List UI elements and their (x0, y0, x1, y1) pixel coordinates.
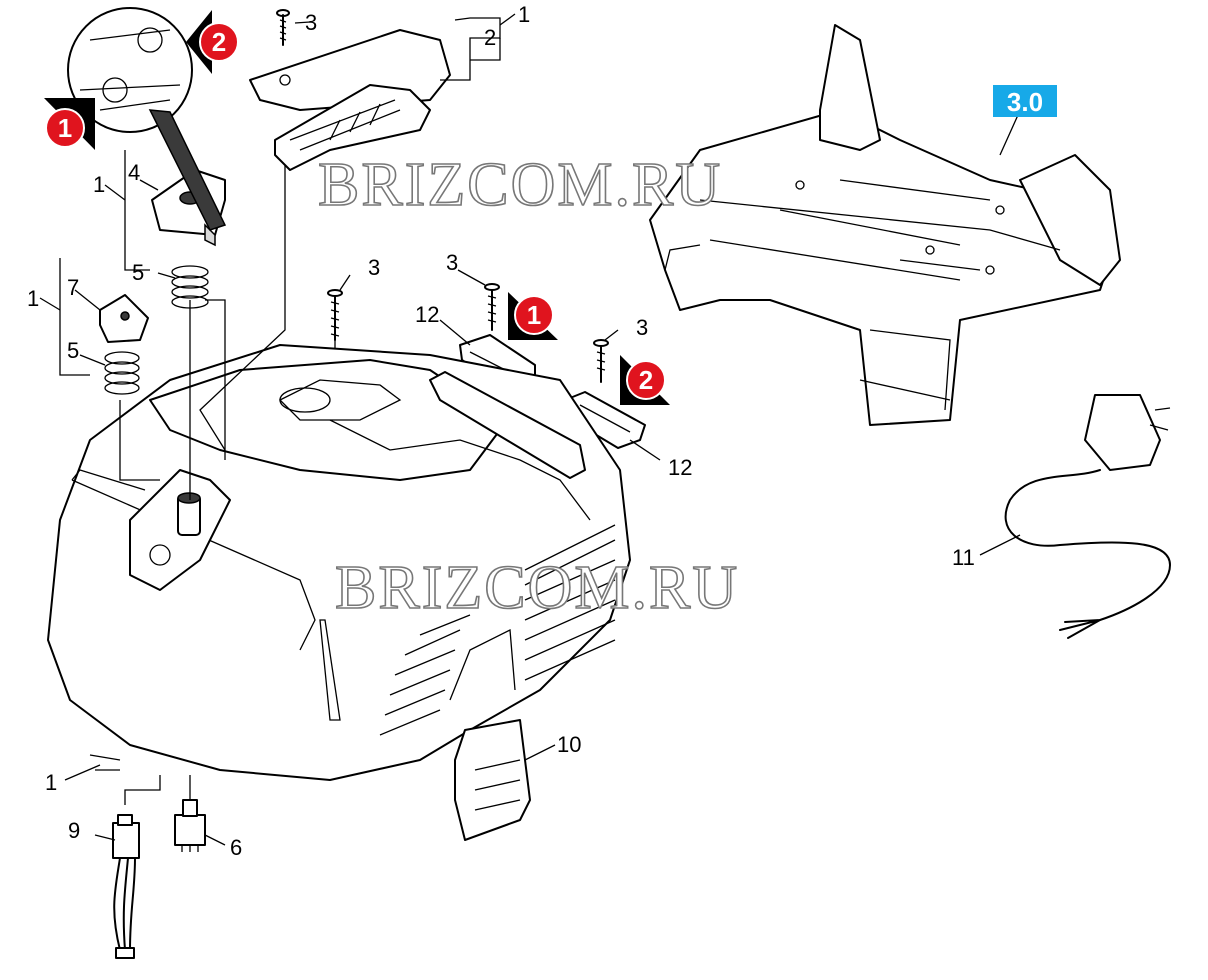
screw-top-drawing (276, 9, 290, 46)
detail-circle-drawing (67, 7, 227, 231)
label-cable: 11 (952, 545, 975, 570)
screw-clip2-drawing (593, 339, 609, 383)
label-handle: 2 (484, 25, 496, 50)
label-cover-plate: 10 (557, 732, 581, 757)
marker-detail-2: 2 (186, 10, 239, 74)
connector-9-drawing (112, 814, 140, 959)
watermark-top: BRIZCOM.RU (318, 151, 722, 219)
marker-screw-1: 1 (508, 292, 558, 340)
label-clip-upper: 12 (415, 302, 439, 327)
marker-screw-2-label: 2 (639, 365, 653, 395)
marker-detail-1-label: 1 (58, 113, 72, 143)
label-connector-6: 6 (230, 835, 242, 860)
reference-box[interactable]: 3.0 (993, 85, 1057, 117)
spring-lower-drawing (104, 351, 140, 395)
marker-screw-1-label: 1 (527, 300, 541, 330)
handle-drawing (249, 29, 451, 171)
label-screw-top: 3 (305, 10, 317, 35)
knob-drawing (99, 294, 149, 343)
label-clip-lower: 12 (668, 455, 692, 480)
marker-detail-1: 1 (44, 98, 95, 150)
reference-box-label: 3.0 (1007, 87, 1043, 117)
base-frame-drawing (649, 24, 1121, 426)
label-housing: 1 (45, 770, 57, 795)
label-connector-9: 9 (68, 818, 80, 843)
marker-screw-2: 2 (620, 355, 670, 405)
label-screw-middle: 3 (368, 255, 380, 280)
cover-plate-drawing (454, 719, 531, 841)
spring-upper-drawing (171, 265, 209, 309)
connector-6-drawing (174, 799, 206, 852)
label-knob: 7 (67, 275, 79, 300)
label-screw-clip2: 3 (636, 315, 648, 340)
housing-drawing (47, 344, 631, 781)
label-spring-upper: 5 (132, 260, 144, 285)
label-spring-lower: 5 (67, 338, 79, 363)
screw-clip1-drawing (484, 283, 500, 331)
marker-detail-2-label: 2 (212, 27, 226, 57)
cable-drawing (1004, 394, 1171, 639)
label-cap: 4 (128, 160, 140, 185)
label-knob-group: 1 (27, 286, 39, 311)
label-handle-assembly: 1 (518, 2, 530, 27)
leader-lines (39, 13, 1021, 846)
label-cap-group: 1 (93, 172, 105, 197)
watermark-middle: BRIZCOM.RU (335, 554, 739, 622)
label-screw-clip1: 3 (446, 250, 458, 275)
